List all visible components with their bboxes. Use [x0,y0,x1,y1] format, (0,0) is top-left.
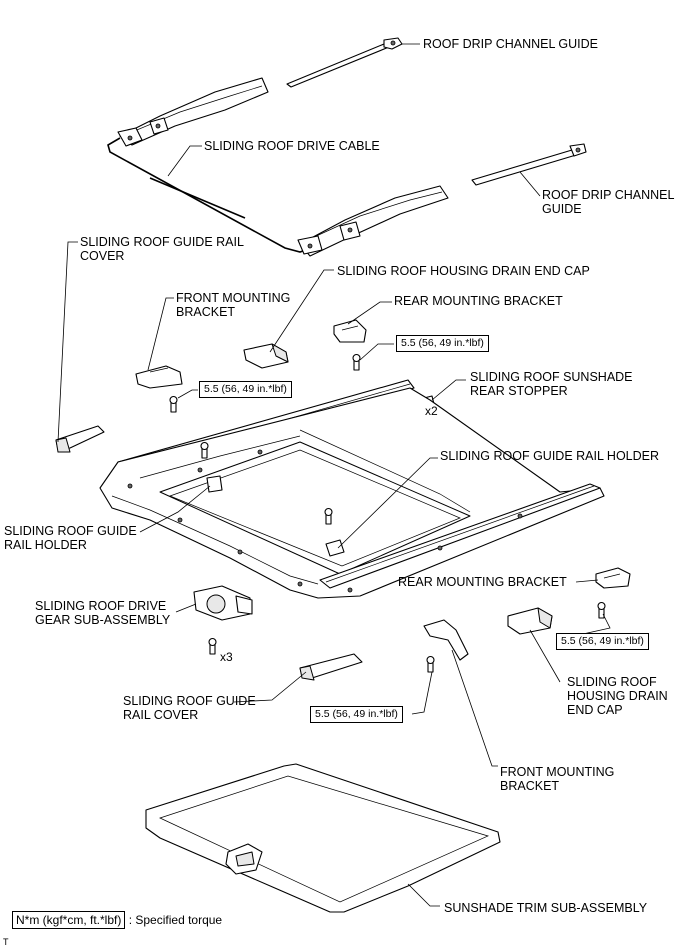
roof-drip-channel-guide-right-part [471,143,587,186]
label-guide-rail-holder-left: SLIDING ROOF GUIDE RAIL HOLDER [4,524,137,552]
bolt-guide-rail-holder-right [324,507,333,525]
label-line-1: SLIDING ROOF SUNSHADE [470,370,633,384]
rear-mounting-bracket-top-part [333,319,367,343]
torque-legend: N*m (kgf*cm, ft.*lbf) : Specified torque [12,911,223,929]
label-sliding-roof-drive-cable: SLIDING ROOF DRIVE CABLE [204,139,380,153]
label-front-mounting-bracket-bottom: FRONT MOUNTING BRACKET [500,765,614,793]
label-line-2: GEAR SUB-ASSEMBLY [35,613,171,627]
front-mounting-bracket-bottom-part [423,619,469,661]
sliding-roof-housing-frame [99,379,605,599]
label-line-1: FRONT MOUNTING [500,765,615,779]
label-line-1: ROOF DRIP CHANNEL [542,188,675,202]
bolt-drive-gear [208,637,217,655]
label-line-2: BRACKET [176,305,236,319]
label-text: ROOF DRIP CHANNEL GUIDE [423,37,599,51]
label-line-3: END CAP [567,703,623,717]
bolt-guide-rail-holder-left [200,441,209,459]
label-text: SLIDING ROOF GUIDE RAIL HOLDER [440,449,660,463]
bolt-front-bracket-bottom [426,655,435,673]
label-line-2: BRACKET [500,779,560,793]
torque-box-3: 5.5 (56, 49 in.*lbf) [556,633,649,650]
bolt-rear-bracket-mid [597,601,606,619]
guide-rail-cover-left-part [55,425,105,453]
label-drive-gear-sub-assembly: SLIDING ROOF DRIVE GEAR SUB-ASSEMBLY [35,599,170,627]
rear-mounting-bracket-mid-part [595,567,631,589]
label-line-2: REAR STOPPER [470,384,568,398]
quantity-drive-gear-bolts: x3 [220,650,233,664]
label-text: SUNSHADE TRIM SUB-ASSEMBLY [444,901,648,915]
label-guide-rail-holder-right: SLIDING ROOF GUIDE RAIL HOLDER [440,449,659,463]
label-text: SLIDING ROOF HOUSING DRAIN END CAP [337,264,590,278]
label-line-1: SLIDING ROOF GUIDE RAIL [80,235,244,249]
label-rear-mounting-bracket-top: REAR MOUNTING BRACKET [394,294,563,308]
label-line-2: RAIL HOLDER [4,538,87,552]
legend-unit-box: N*m (kgf*cm, ft.*lbf) [12,911,126,929]
roof-drip-channel-guide-top-part [286,37,403,88]
guide-rail-holder-left-part [206,475,223,493]
bolt-rear-bracket-top [352,353,361,371]
torque-box-2: 5.5 (56, 49 in.*lbf) [199,381,292,398]
bolt-front-bracket [169,395,178,413]
label-line-2: RAIL COVER [123,708,199,722]
label-rear-mounting-bracket-mid: REAR MOUNTING BRACKET [398,575,567,589]
housing-drain-end-cap-right-part [507,607,553,635]
drive-cable-rear-bracket [297,185,449,257]
drive-gear-sub-assembly-part [193,585,253,621]
label-line-2: GUIDE [542,202,582,216]
label-line-1: FRONT MOUNTING [176,291,291,305]
torque-box-1: 5.5 (56, 49 in.*lbf) [396,335,489,352]
label-housing-drain-end-cap-top: SLIDING ROOF HOUSING DRAIN END CAP [337,264,590,278]
label-text: REAR MOUNTING BRACKET [394,294,563,308]
label-text: REAR MOUNTING BRACKET [398,575,567,589]
guide-rail-cover-bottom-part [299,653,363,681]
quantity-stopper: x2 [425,404,438,418]
label-sunshade-rear-stopper: SLIDING ROOF SUNSHADE REAR STOPPER [470,370,633,398]
housing-drain-end-cap-top-part [243,343,289,369]
label-guide-rail-cover-bottom: SLIDING ROOF GUIDE RAIL COVER [123,694,256,722]
legend-description: : Specified torque [128,913,223,927]
torque-box-4: 5.5 (56, 49 in.*lbf) [310,706,403,723]
front-mounting-bracket-top-part [135,365,183,389]
corner-mark: T [3,937,9,947]
label-line-1: SLIDING ROOF GUIDE [123,694,256,708]
guide-rail-holder-right-part [325,539,345,557]
label-front-mounting-bracket-top: FRONT MOUNTING BRACKET [176,291,290,319]
drive-cable-front-bracket [117,77,269,147]
label-text: SLIDING ROOF DRIVE CABLE [204,139,380,153]
leader-lines [57,43,611,907]
label-line-1: SLIDING ROOF GUIDE [4,524,137,538]
sunshade-trim-sub-assembly-part [145,763,501,913]
label-sunshade-trim-sub-assembly: SUNSHADE TRIM SUB-ASSEMBLY [444,901,647,915]
label-housing-drain-end-cap-right: SLIDING ROOF HOUSING DRAIN END CAP [567,675,668,717]
label-roof-drip-channel-guide-top: ROOF DRIP CHANNEL GUIDE [423,37,598,51]
label-guide-rail-cover-top: SLIDING ROOF GUIDE RAIL COVER [80,235,244,263]
label-line-2: HOUSING DRAIN [567,689,668,703]
label-line-2: COVER [80,249,125,263]
label-line-1: SLIDING ROOF DRIVE [35,599,167,613]
label-line-1: SLIDING ROOF [567,675,657,689]
label-roof-drip-channel-guide-right: ROOF DRIP CHANNEL GUIDE [542,188,674,216]
